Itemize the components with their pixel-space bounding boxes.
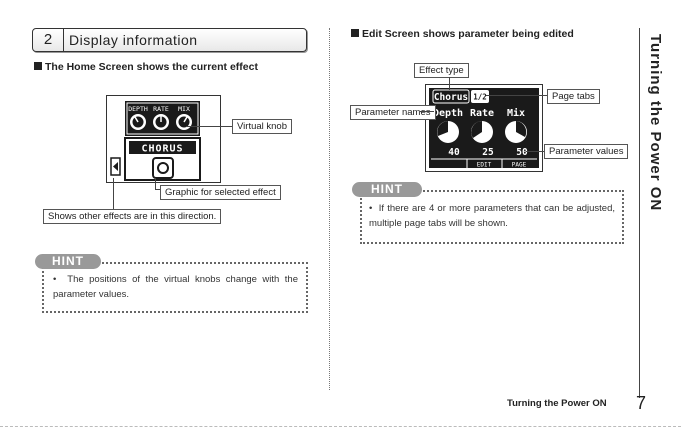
- param-value-mix: 50: [516, 147, 528, 158]
- page-softkey-label: PAGE: [512, 162, 527, 169]
- left-arrow-icon: [110, 157, 121, 176]
- column-divider: [329, 28, 330, 390]
- hint-label: HINT: [35, 254, 101, 269]
- parameter-knob-icon: [437, 121, 527, 143]
- bottom-rule: [0, 426, 681, 428]
- footer-title: Turning the Power ON: [507, 398, 607, 409]
- section-header: 2 Display information: [32, 28, 307, 52]
- home-effect-name: CHORUS: [141, 144, 183, 155]
- callout-effect-type: Effect type: [414, 63, 469, 78]
- effect-pedal-icon: [152, 157, 174, 179]
- param-name-mix: Mix: [507, 107, 525, 119]
- home-screen-graphic: DEPTH RATE MIX CHORUS: [110, 101, 201, 181]
- knob-label-depth: DEPTH: [128, 105, 148, 113]
- callout-virtual-knob: Virtual knob: [232, 119, 292, 134]
- edit-screen-display: Chorus 1/2 Depth Rate Mix 40 25 50 EDIT …: [425, 84, 543, 172]
- hint-box: [360, 190, 624, 244]
- hint-box: [42, 262, 308, 313]
- hint-text: • The positions of the virtual knobs cha…: [53, 274, 298, 300]
- param-name-rate: Rate: [470, 108, 494, 119]
- side-title: Turning the Power ON: [647, 34, 664, 212]
- leader-line: [113, 178, 114, 210]
- edit-softkey-label: EDIT: [477, 162, 492, 169]
- leader-line: [155, 189, 160, 190]
- virtual-knob-icon: [130, 114, 192, 130]
- knob-label-mix: MIX: [178, 105, 190, 113]
- side-divider: [639, 28, 640, 398]
- bullet-icon: •: [369, 203, 379, 214]
- bullet-square-icon: [34, 62, 42, 70]
- param-value-rate: 25: [482, 147, 494, 158]
- leader-line: [526, 151, 544, 152]
- callout-parameter-values: Parameter values: [544, 144, 629, 159]
- hint-text: • If there are 4 or more parameters that…: [369, 203, 616, 229]
- param-value-depth: 40: [448, 147, 460, 158]
- bullet-icon: •: [53, 274, 68, 285]
- edit-screen-heading: Edit Screen shows parameter being edited: [351, 28, 574, 40]
- leader-line: [155, 178, 156, 189]
- side-tab: Turning the Power ON: [639, 28, 675, 398]
- callout-graphic: Graphic for selected effect: [160, 185, 281, 200]
- param-name-depth: Depth: [433, 108, 463, 119]
- page-tab: 1/2: [473, 93, 487, 102]
- callout-other-effects: Shows other effects are in this directio…: [43, 209, 222, 224]
- leader-line: [420, 111, 434, 112]
- edit-effect-name: Chorus: [434, 92, 468, 103]
- home-screen-display: DEPTH RATE MIX CHORUS: [106, 95, 221, 183]
- callout-page-tabs: Page tabs: [547, 89, 600, 104]
- leader-line: [449, 77, 450, 90]
- leader-line: [186, 126, 232, 127]
- bullet-square-icon: [351, 29, 359, 37]
- edit-screen-graphic: Chorus 1/2 Depth Rate Mix 40 25 50 EDIT …: [429, 88, 539, 169]
- leader-line: [486, 95, 547, 96]
- hint-label: HINT: [352, 182, 422, 197]
- section-title: Display information: [69, 32, 198, 48]
- page-number: 7: [636, 393, 647, 413]
- home-screen-heading: The Home Screen shows the current effect: [34, 61, 258, 73]
- callout-parameter-names: Parameter names: [350, 105, 436, 120]
- knob-label-rate: RATE: [153, 105, 169, 113]
- section-number: 2: [33, 29, 64, 51]
